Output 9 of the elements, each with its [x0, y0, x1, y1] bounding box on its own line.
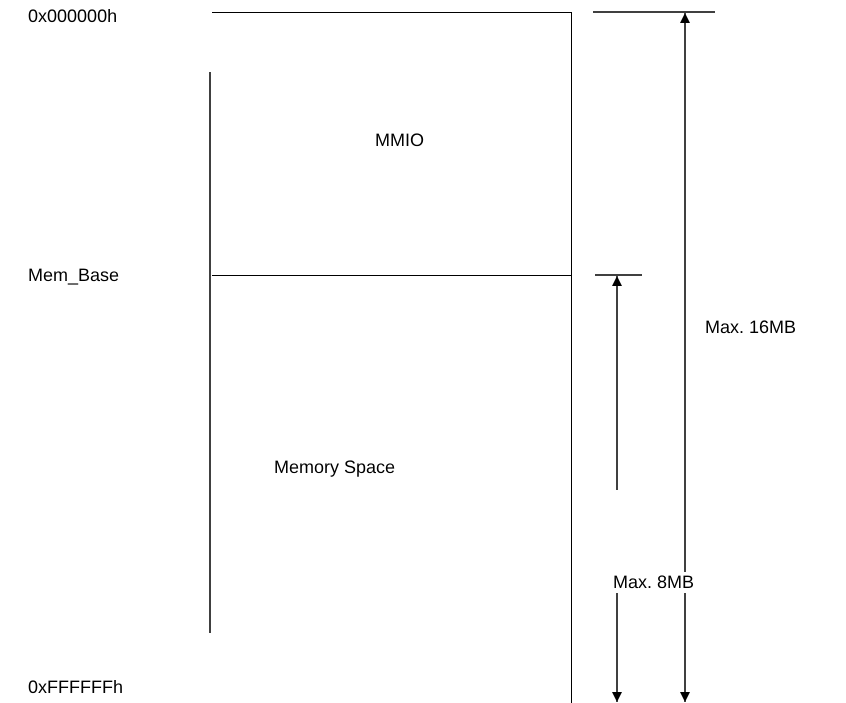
size-label: Max. 16MB [705, 317, 796, 338]
region-label: MMIO [375, 130, 424, 151]
address-label: 0xFFFFFFh [28, 677, 123, 698]
address-label: Mem_Base [28, 265, 120, 286]
address-label: 0x000000h [28, 6, 118, 27]
memory-region [212, 275, 572, 703]
memory-region [212, 12, 572, 275]
size-label: Max. 8MB [613, 572, 694, 593]
region-label: Memory Space [274, 457, 396, 478]
